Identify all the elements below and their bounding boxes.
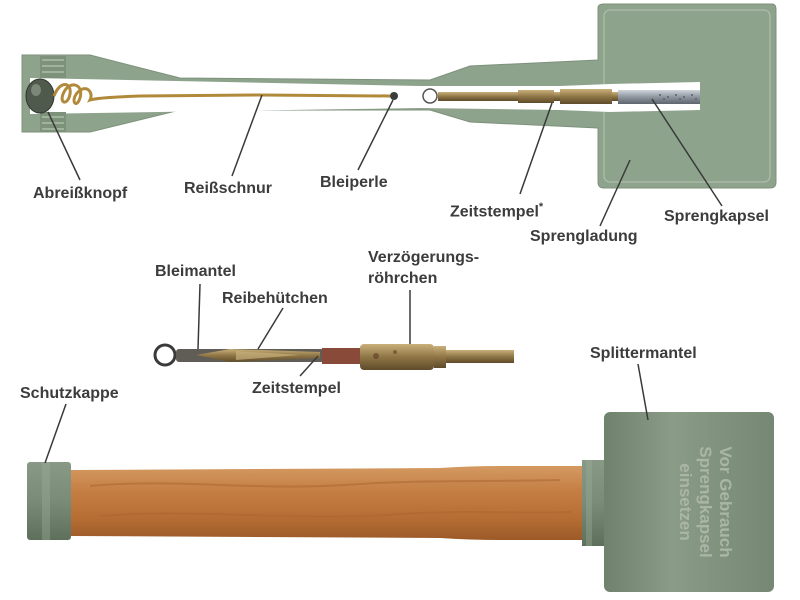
label-zeitstempel-top-mark: *: [538, 201, 544, 213]
leader-bleiperle: [357, 99, 394, 171]
label-zeitstempel-top: Zeitstempel*: [450, 198, 543, 221]
label-zeitstempel-top-text: Zeitstempel: [450, 203, 539, 221]
inscription-line-1: Vor Gebrauch: [716, 446, 735, 557]
label-bleimantel: Bleimantel: [155, 263, 236, 280]
time-fuse-rust: [322, 348, 368, 364]
leader-splittermantel: [637, 363, 649, 421]
handle-collar: [582, 460, 604, 546]
leader-zeitstempel-top: [519, 102, 553, 195]
label-schutzkappe: Schutzkappe: [20, 385, 119, 402]
inscription-line-3: einsetzen: [676, 463, 695, 540]
leader-bleimantel: [197, 283, 201, 350]
label-sprengkapsel: Sprengkapsel: [664, 208, 769, 225]
label-zeitstempel-mid: Zeitstempel: [252, 380, 341, 397]
label-abreissknopf: Abreißknopf: [33, 185, 128, 202]
fragmentation-sleeve: [604, 412, 774, 592]
label-reissschnur: Reißschnur: [184, 180, 273, 197]
leader-reissschnur: [231, 94, 263, 177]
leader-schutzkappe: [44, 403, 67, 464]
leader-abreissknopf: [47, 111, 81, 181]
inscription-line-2: Sprengkapsel: [696, 446, 715, 558]
delay-tube: [360, 344, 434, 370]
label-bleiperle: Bleiperle: [320, 174, 388, 191]
label-reibehuetchen: Reibehütchen: [222, 290, 328, 307]
leader-reibehuetchen: [257, 307, 284, 350]
delay-tube-end: [446, 350, 514, 363]
protective-cap: [27, 462, 71, 540]
detonator-capsule: [618, 90, 700, 104]
label-splittermantel: Splittermantel: [590, 345, 697, 362]
label-verzoegerung-line-2: röhrchen: [368, 270, 438, 287]
label-verzoegerung-line-1: Verzögerungs-: [368, 249, 480, 266]
cutaway-grenade: [21, 3, 777, 189]
label-sprengladung: Sprengladung: [530, 228, 638, 245]
leader-sprengladung: [599, 159, 631, 227]
igniter-ring: [153, 343, 177, 367]
igniter-assembly: [153, 343, 514, 370]
wooden-handle: [71, 466, 582, 540]
leader-zeitstempel-mid: [299, 355, 319, 377]
top-ring: [422, 88, 438, 104]
leader-lines: [44, 94, 723, 464]
lead-bead: [390, 92, 398, 100]
can-inscription: Vor Gebrauch Sprengkapsel einsetzen: [676, 446, 735, 558]
exterior-grenade: [27, 412, 774, 592]
detonator-pattern: [659, 94, 697, 100]
pull-cord: [52, 83, 391, 105]
leader-sprengkapsel: [651, 98, 723, 207]
pull-knob: [25, 78, 55, 114]
